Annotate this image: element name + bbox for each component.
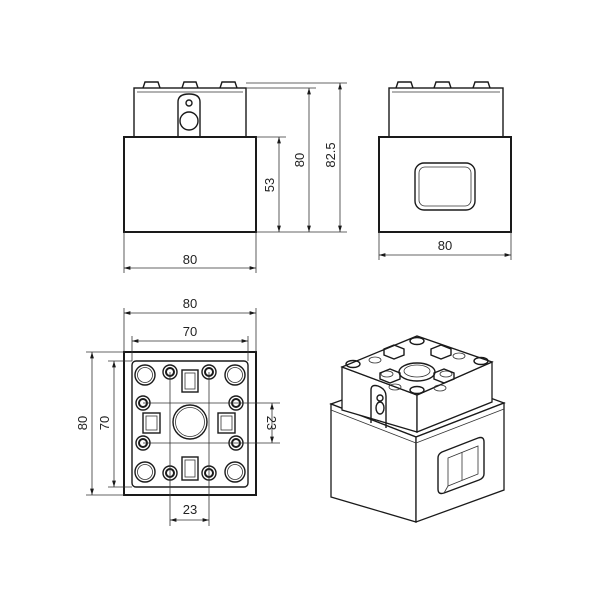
dim-top-outer-width: 80 (183, 296, 197, 311)
top-block (388, 87, 504, 138)
latch-hole (179, 111, 199, 131)
square-sockets (142, 369, 236, 481)
dim-top-pitch-horizontal: 23 (183, 502, 197, 517)
base-block (378, 136, 512, 233)
top-pegs (395, 81, 491, 89)
top-face-features (345, 336, 489, 395)
latch (370, 384, 387, 428)
side-window (414, 162, 476, 211)
dim-front-height: 80 (292, 153, 307, 167)
base-window (437, 436, 485, 495)
top-view: 80 70 80 70 23 23 (75, 296, 280, 526)
outer-square (123, 351, 257, 496)
latch-pin-hole (185, 99, 193, 107)
corner-holes (134, 364, 246, 483)
dim-front-body-height: 53 (262, 178, 277, 192)
dim-top-inner-height: 70 (97, 416, 112, 430)
inner-square (131, 360, 249, 488)
latch-pin-hole (376, 394, 384, 402)
latch (177, 93, 201, 137)
dim-front-width: 80 (183, 252, 197, 267)
latch-hole (375, 401, 385, 415)
front-view: 80 53 80 82.5 (123, 81, 347, 273)
side-view: 80 (378, 81, 512, 260)
center-hole (172, 404, 208, 440)
dim-side-width: 80 (438, 238, 452, 253)
dim-top-outer-height: 80 (75, 416, 90, 430)
top-pegs (142, 81, 238, 89)
isometric-view (329, 335, 506, 523)
dim-top-inner-width: 70 (183, 324, 197, 339)
dim-front-overall-height: 82.5 (323, 142, 338, 167)
base-block (123, 136, 257, 233)
dim-top-pitch-vertical: 23 (264, 416, 279, 430)
